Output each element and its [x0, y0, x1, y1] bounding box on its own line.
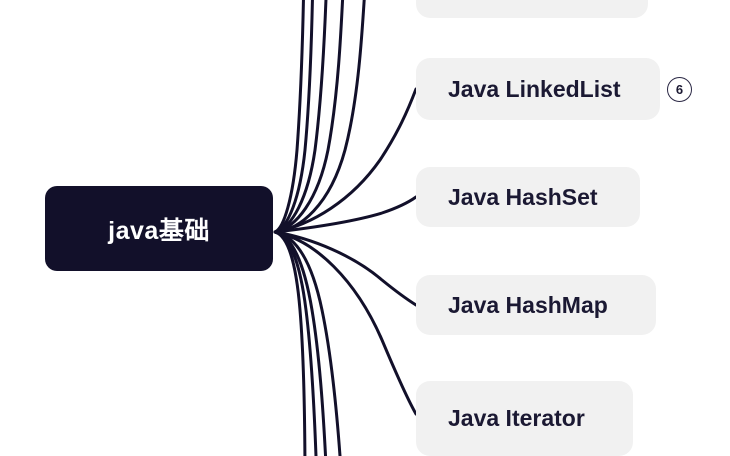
node-java-linkedlist-label: Java LinkedList [448, 75, 621, 102]
node-java-linkedlist[interactable]: Java LinkedList [416, 58, 660, 120]
edge-path [273, 230, 307, 456]
edge-path [273, 0, 366, 234]
node-java-hashset-label: Java HashSet [448, 183, 598, 210]
node-java-iterator-label: Java Iterator [448, 405, 585, 431]
root-node-label: java基础 [108, 216, 210, 245]
node-java-iterator[interactable]: Java Iterator [416, 381, 633, 456]
edge-path [273, 230, 342, 456]
node-clipped-top[interactable] [416, 0, 648, 18]
edge-path [273, 195, 418, 234]
node-java-hashmap[interactable]: Java HashMap [416, 275, 656, 335]
edge-path [273, 230, 418, 307]
edge-path [273, 0, 345, 234]
edge-path [273, 230, 328, 456]
root-node[interactable]: java基础 [45, 186, 273, 271]
edge-path [273, 230, 318, 456]
edge-path [273, 230, 418, 416]
edge-path [273, 0, 305, 234]
edge-path [273, 87, 418, 234]
node-java-hashmap-label: Java HashMap [448, 291, 608, 318]
edge-path [273, 0, 328, 234]
node-java-hashset[interactable]: Java HashSet [416, 167, 640, 227]
edge-group [273, 0, 418, 456]
edge-path [273, 0, 314, 234]
node-java-linkedlist-count-badge[interactable]: 6 [667, 76, 692, 102]
